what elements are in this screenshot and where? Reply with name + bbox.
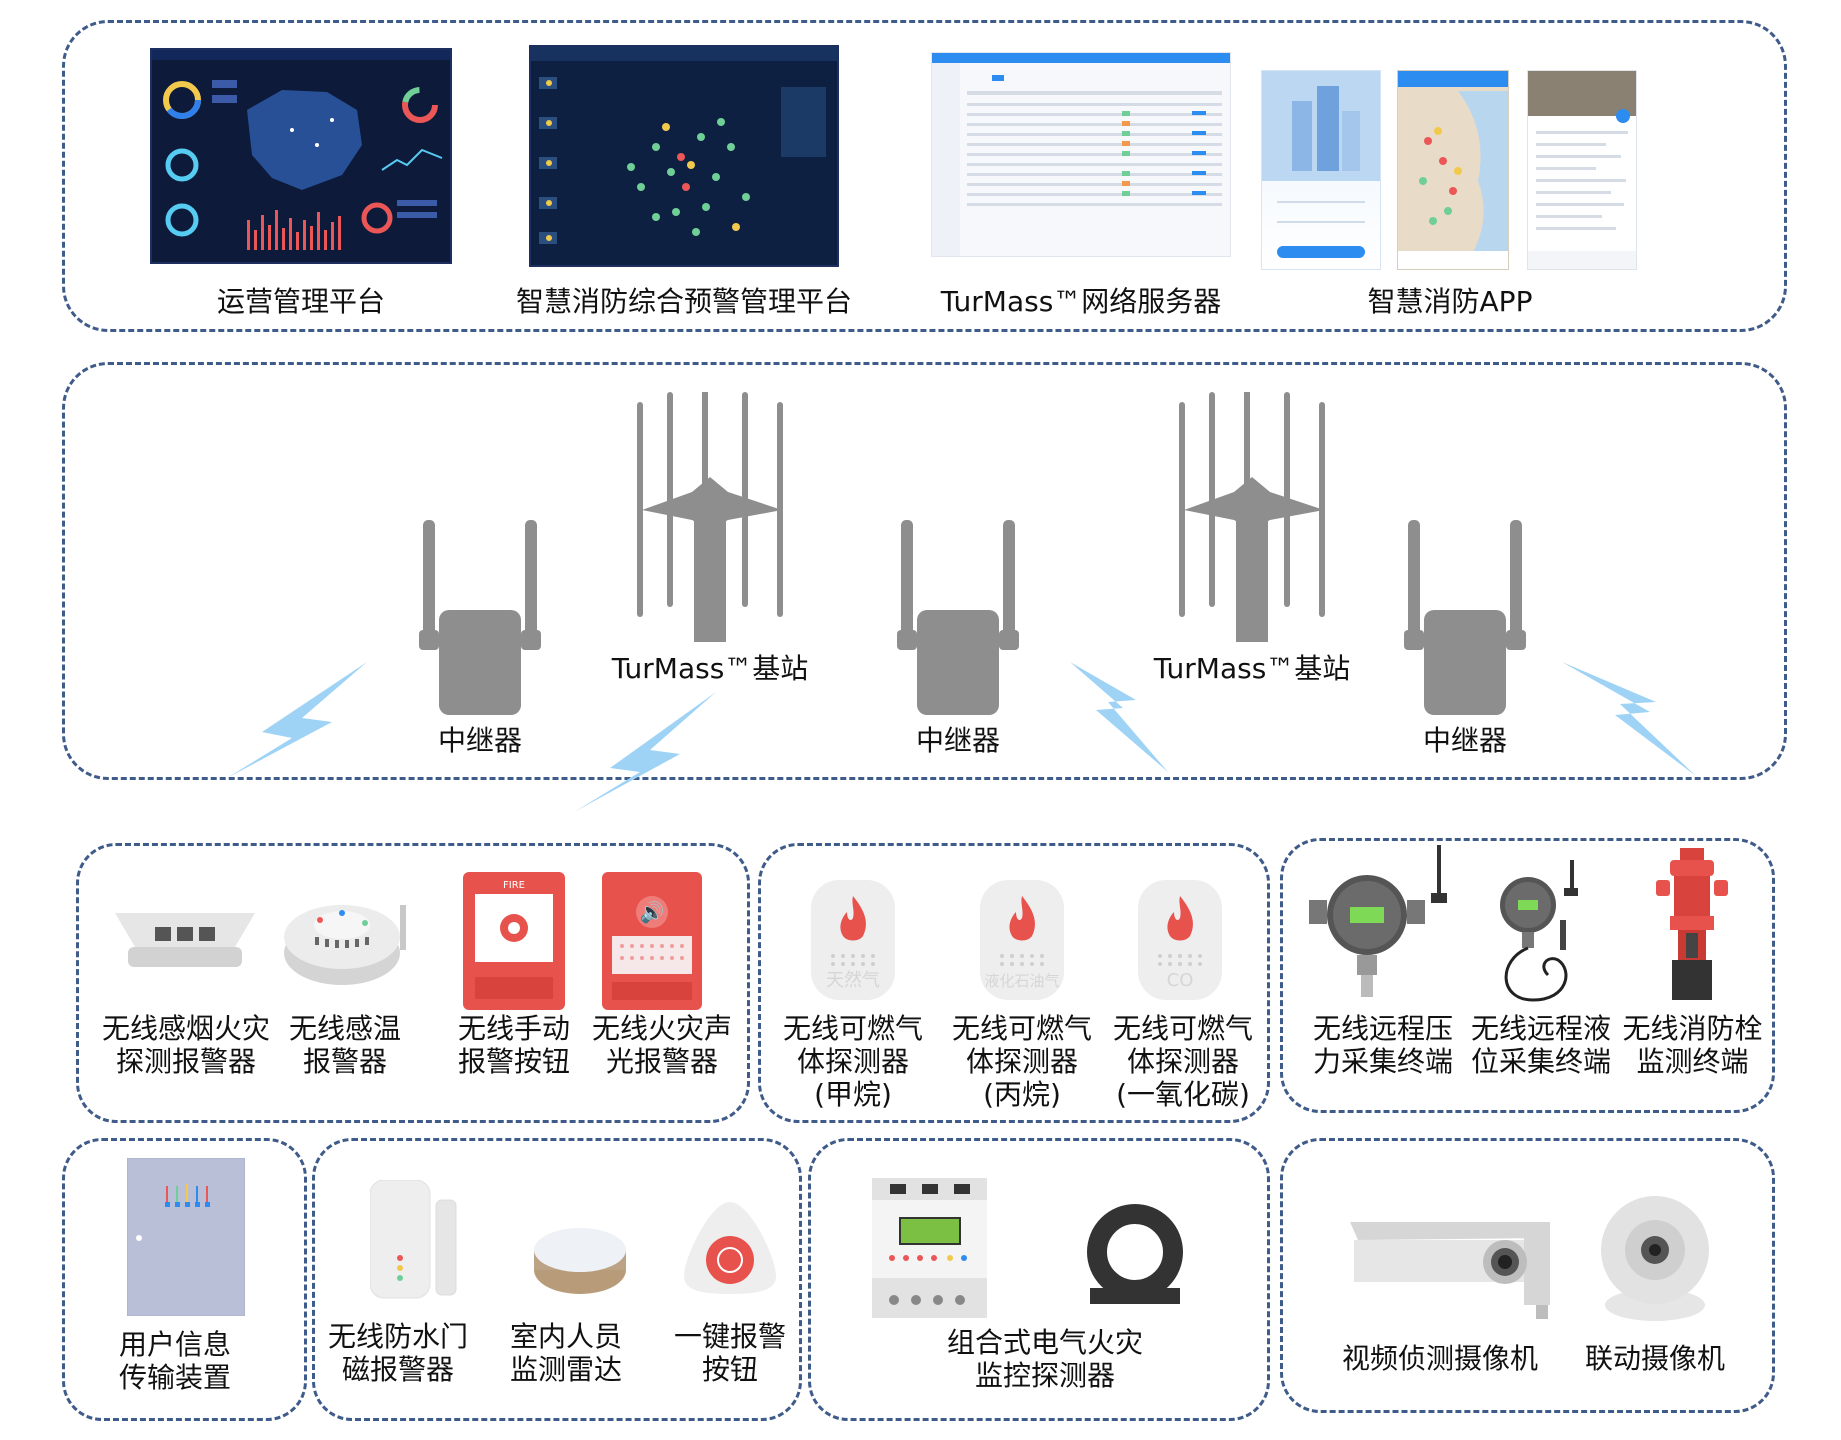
lightning-icon — [574, 692, 716, 812]
water-terminals-box — [1280, 838, 1775, 1113]
app-screen-detail — [1527, 70, 1637, 270]
repeater-device-icon — [419, 520, 541, 715]
pressure-terminal-label: 无线远程压 力采集终端 — [1312, 1012, 1453, 1078]
level-terminal-icon — [1500, 860, 1578, 1002]
lightning-icon — [227, 662, 367, 778]
pressure-terminal-icon — [1309, 845, 1447, 997]
door-sensor-label: 无线防水门 磁报警器 — [327, 1320, 468, 1386]
user-info-device-label: 用户信息 传输装置 — [118, 1328, 231, 1394]
base-station-icon — [637, 392, 783, 642]
app-label: 智慧消防APP — [1367, 285, 1533, 318]
gas-detectors-box — [758, 843, 1270, 1123]
network-layer-box — [62, 362, 1787, 780]
app-map-graphic — [1398, 71, 1508, 269]
manual-call-point-icon: FIRE — [463, 872, 565, 1010]
network-server-screenshot — [931, 52, 1231, 257]
repeater-label: 中继器 — [1422, 724, 1507, 757]
camera-box — [1280, 1138, 1775, 1413]
fire-detectors-box — [76, 843, 750, 1123]
manual-call-point-label: 无线手动 报警按钮 — [457, 1012, 570, 1078]
gas-detector-propane-icon: 液化石油气 — [980, 880, 1064, 1000]
sos-button-label: 一键报警 按钮 — [673, 1320, 786, 1386]
gas-detector-methane-print: 天然气 — [826, 970, 880, 991]
base-station-label: TurMass™基站 — [1153, 652, 1351, 685]
warning-map-graphic — [531, 47, 837, 244]
hydrant-terminal-label: 无线消防栓 监测终端 — [1622, 1012, 1763, 1078]
sound-light-alarm-label: 无线火灾声 光报警器 — [591, 1012, 732, 1078]
door-sensor-icon — [370, 1180, 457, 1299]
repeater-device-icon — [1404, 520, 1526, 715]
electric-fire-monitor-icon — [872, 1178, 987, 1318]
platform-layer-box — [62, 20, 1787, 332]
dashboard-graphic — [152, 50, 450, 250]
ops-platform-label: 运营管理平台 — [216, 285, 385, 318]
gas-detector-co-icon: CO — [1138, 880, 1222, 1000]
electric-fire-monitor-label: 组合式电气火灾 监控探测器 — [946, 1326, 1143, 1392]
app-login-graphic — [1262, 71, 1380, 258]
current-transformer-icon — [1087, 1204, 1183, 1304]
lightning-icon — [1562, 662, 1696, 776]
gas-detector-methane-label: 无线可燃气 体探测器 (甲烷) — [782, 1012, 923, 1111]
base-station-label: TurMass™基站 — [611, 652, 809, 685]
app-detail-graphic — [1528, 71, 1636, 269]
sos-button-icon — [684, 1202, 776, 1294]
app-screen-map — [1397, 70, 1509, 270]
network-server-label: TurMass™网络服务器 — [940, 285, 1222, 318]
video-detection-camera-icon — [1350, 1222, 1550, 1319]
repeater-label: 中继器 — [437, 724, 522, 757]
radar-sensor-icon — [534, 1228, 626, 1294]
heat-detector-label: 无线感温 报警器 — [288, 1012, 401, 1078]
gas-detector-co-label: 无线可燃气 体探测器 (一氧化碳) — [1112, 1012, 1253, 1111]
user-info-device-icon — [127, 1158, 245, 1316]
security-sensors-box — [312, 1138, 802, 1421]
sound-light-alarm-icon: 🔊 — [602, 872, 702, 1010]
manual-call-point-print: FIRE — [503, 880, 525, 891]
app-screen-login — [1261, 70, 1381, 270]
linkage-camera-icon — [1601, 1196, 1709, 1321]
server-table-graphic — [932, 53, 1230, 256]
radar-sensor-label: 室内人员 监测雷达 — [509, 1320, 622, 1386]
gas-detector-propane-label: 无线可燃气 体探测器 (丙烷) — [951, 1012, 1092, 1111]
gas-detector-co-print: CO — [1167, 970, 1194, 991]
smoke-detector-icon — [115, 913, 255, 967]
linkage-camera-label: 联动摄像机 — [1584, 1342, 1725, 1375]
hydrant-terminal-icon — [1656, 848, 1728, 1000]
gas-detector-propane-print: 液化石油气 — [984, 972, 1059, 990]
level-terminal-label: 无线远程液 位采集终端 — [1470, 1012, 1611, 1078]
repeater-label: 中继器 — [915, 724, 1000, 757]
warning-platform-screenshot — [529, 45, 839, 267]
electric-fire-box — [808, 1138, 1270, 1421]
svg-text:🔊: 🔊 — [640, 900, 665, 924]
gas-detector-methane-icon: 天然气 — [811, 880, 895, 1000]
warning-platform-label: 智慧消防综合预警管理平台 — [515, 285, 852, 318]
smoke-detector-label: 无线感烟火灾 探测报警器 — [101, 1012, 270, 1078]
user-info-box — [62, 1138, 307, 1421]
base-station-icon — [1179, 392, 1325, 642]
video-detection-camera-label: 视频侦测摄像机 — [1341, 1342, 1538, 1375]
heat-detector-icon — [284, 905, 406, 985]
ops-platform-screenshot — [150, 48, 452, 264]
lightning-icon — [1070, 662, 1168, 772]
repeater-device-icon — [897, 520, 1019, 715]
